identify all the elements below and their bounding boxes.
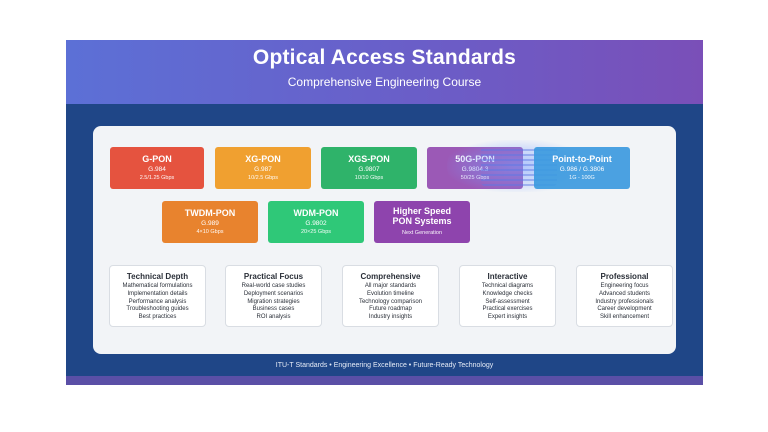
feature-item: Deployment scenarios — [243, 290, 304, 297]
feature-item: ROI analysis — [256, 314, 291, 321]
standard-name: XG-PON — [245, 154, 281, 164]
header-banner: Optical Access Standards Comprehensive E… — [66, 40, 703, 104]
standard-speed: 4×10 Gbps — [196, 229, 224, 235]
feature-item: Expert insights — [487, 314, 528, 321]
feature-item: Skill enhancement — [599, 314, 650, 321]
standard-speed: 20×25 Gbps — [300, 229, 332, 235]
standard-card-higher-speed: Higher Speed PON Systems Next Generation — [374, 201, 470, 243]
standard-card-xgspon: XGS-PON G.9807 10/10 Gbps — [321, 147, 417, 189]
feature-heading: Comprehensive — [360, 272, 421, 281]
page-title: Optical Access Standards — [252, 46, 517, 69]
feature-box-professional: Professional Engineering focus Advanced … — [576, 265, 673, 327]
feature-item: Future roadmap — [369, 306, 412, 313]
standard-card-point-to-point: Point-to-Point G.986 / G.3806 1G - 100G — [534, 147, 630, 189]
feature-box-interactive: Interactive Technical diagrams Knowledge… — [459, 265, 556, 327]
standard-speed: 10/2.5 Gbps — [248, 175, 278, 181]
feature-item: All major standards — [364, 283, 417, 289]
feature-item: Knowledge checks — [482, 290, 533, 297]
standard-code: G.9807 — [358, 166, 380, 173]
feature-heading: Interactive — [487, 272, 528, 281]
feature-item: Industry insights — [368, 314, 413, 321]
feature-item: Performance analysis — [128, 298, 187, 305]
feature-item: Evolution timeline — [366, 290, 415, 297]
bottom-accent-strip — [66, 376, 703, 385]
feature-item: Practical exercises — [482, 306, 533, 313]
feature-box-practical-focus: Practical Focus Real-world case studies … — [225, 265, 322, 327]
footer-tagline: ITU-T Standards • Engineering Excellence… — [275, 362, 494, 369]
standard-speed: 10/10 Gbps — [354, 175, 384, 181]
feature-heading: Professional — [600, 272, 649, 281]
feature-item: Industry professionals — [595, 298, 654, 305]
feature-item: Advanced students — [598, 290, 651, 297]
feature-item: Mathematical formulations — [122, 283, 193, 289]
standard-speed: Next Generation — [401, 230, 443, 236]
standard-name: G-PON — [142, 154, 172, 164]
standard-name: TWDM-PON — [184, 208, 236, 218]
course-slide: Optical Access Standards Comprehensive E… — [66, 40, 703, 385]
standard-speed: 2.5/1.25 Gbps — [139, 175, 175, 181]
feature-item: Best practices — [138, 314, 177, 321]
standard-card-xgpon: XG-PON G.987 10/2.5 Gbps — [215, 147, 311, 189]
feature-item: Career development — [597, 306, 652, 313]
standard-card-gpon: G-PON G.984 2.5/1.25 Gbps — [110, 147, 204, 189]
feature-heading: Technical Depth — [126, 272, 189, 281]
standard-code: G.987 — [254, 166, 272, 173]
feature-item: Migration strategies — [247, 298, 300, 305]
feature-box-technical-depth: Technical Depth Mathematical formulation… — [109, 265, 206, 327]
standard-name: XGS-PON — [348, 154, 390, 164]
content-panel: G-PON G.984 2.5/1.25 Gbps XG-PON G.987 1… — [93, 126, 676, 354]
standard-card-wdmpon: WDM-PON G.9802 20×25 Gbps — [268, 201, 364, 243]
feature-item: Technical diagrams — [481, 283, 534, 289]
standard-code: G.989 — [201, 220, 219, 227]
feature-item: Engineering focus — [600, 283, 649, 289]
standard-code: G.986 / G.3806 — [559, 166, 605, 173]
feature-item: Real-world case studies — [241, 283, 306, 289]
standard-speed: 1G - 100G — [569, 175, 595, 181]
standard-name: WDM-PON — [293, 208, 339, 218]
feature-item: Troubleshooting guides — [126, 306, 189, 313]
feature-item: Business cases — [252, 306, 295, 313]
standard-code: G.984 — [148, 166, 166, 173]
feature-item: Self-assessment — [485, 298, 530, 305]
feature-heading: Practical Focus — [243, 272, 304, 281]
standard-code: G.9802 — [305, 220, 327, 227]
standard-name: Higher Speed PON Systems — [392, 206, 452, 226]
page-subtitle: Comprehensive Engineering Course — [287, 75, 482, 89]
feature-item: Implementation details — [127, 290, 188, 297]
feature-box-comprehensive: Comprehensive All major standards Evolut… — [342, 265, 439, 327]
feature-item: Technology comparison — [358, 298, 423, 305]
standard-card-twdmpon: TWDM-PON G.989 4×10 Gbps — [162, 201, 258, 243]
standard-name: Point-to-Point — [552, 154, 612, 164]
